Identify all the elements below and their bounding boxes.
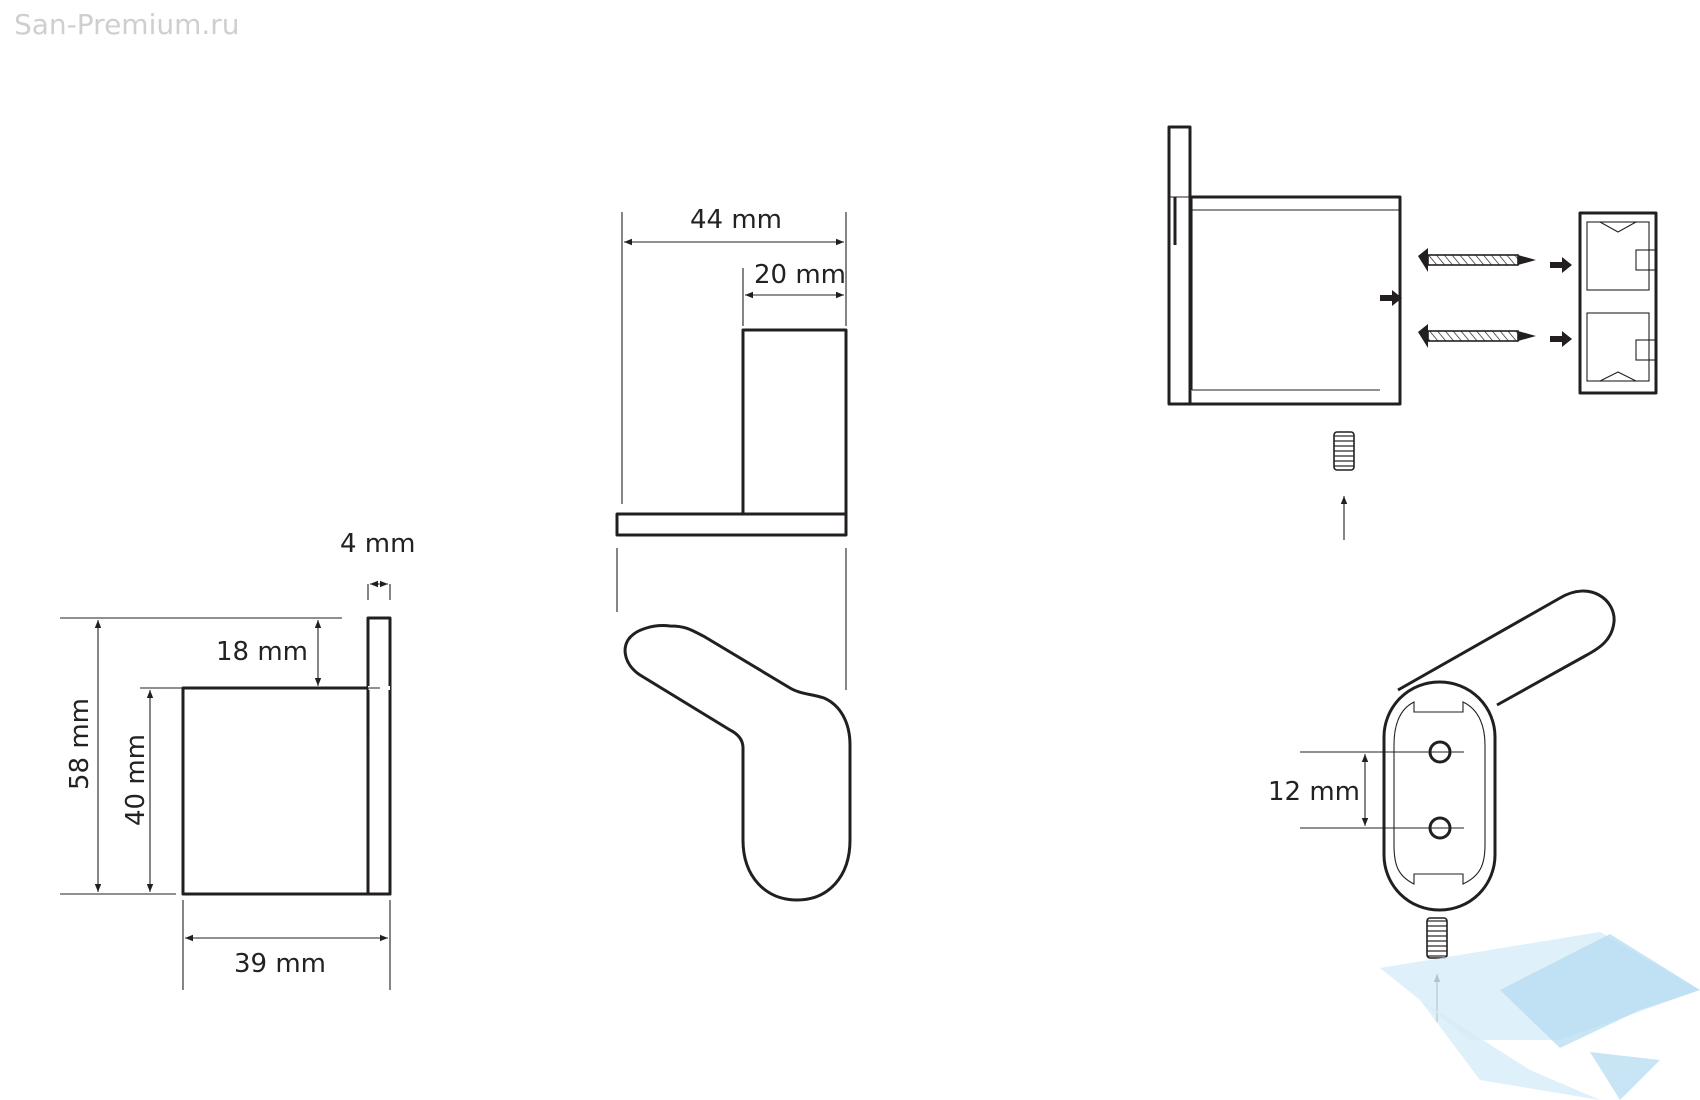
back-view: 12 mm <box>1268 589 1616 1022</box>
screw-icon <box>1418 324 1536 348</box>
dim-body-width: 39 mm <box>234 949 326 979</box>
dim-hole-spacing: 12 mm <box>1268 777 1360 807</box>
install-body <box>1188 195 1402 406</box>
front-view: 4 mm 18 mm 58 mm 40 mm 39 mm <box>60 529 415 990</box>
dim-total-depth: 44 mm <box>690 205 782 235</box>
set-screw-icon <box>1333 431 1355 471</box>
screw-icon <box>1418 248 1536 272</box>
dim-body-height: 40 mm <box>121 734 151 826</box>
back-plate-inner <box>1393 701 1486 885</box>
side-hook-profile <box>623 624 852 902</box>
back-hook-arm <box>1397 589 1616 707</box>
install-back-plate <box>1167 125 1192 406</box>
watermark-logo-icon <box>1380 932 1700 1100</box>
install-view <box>1167 125 1658 540</box>
front-body <box>181 686 392 896</box>
watermark-text: San-Premium.ru <box>14 8 240 41</box>
wall-plug-icon <box>1578 211 1658 395</box>
top-hook-arm <box>741 328 848 516</box>
back-plate-outer <box>1382 680 1497 912</box>
side-view: 44 mm 20 mm <box>615 205 852 902</box>
dim-thickness: 4 mm <box>340 529 415 559</box>
dim-total-height: 58 mm <box>65 698 95 790</box>
top-back-plate <box>615 512 848 537</box>
front-back-plate <box>366 616 392 896</box>
dim-plate-offset: 18 mm <box>216 637 308 667</box>
set-screw-icon <box>1426 917 1448 959</box>
dim-hook-depth: 20 mm <box>754 260 846 290</box>
